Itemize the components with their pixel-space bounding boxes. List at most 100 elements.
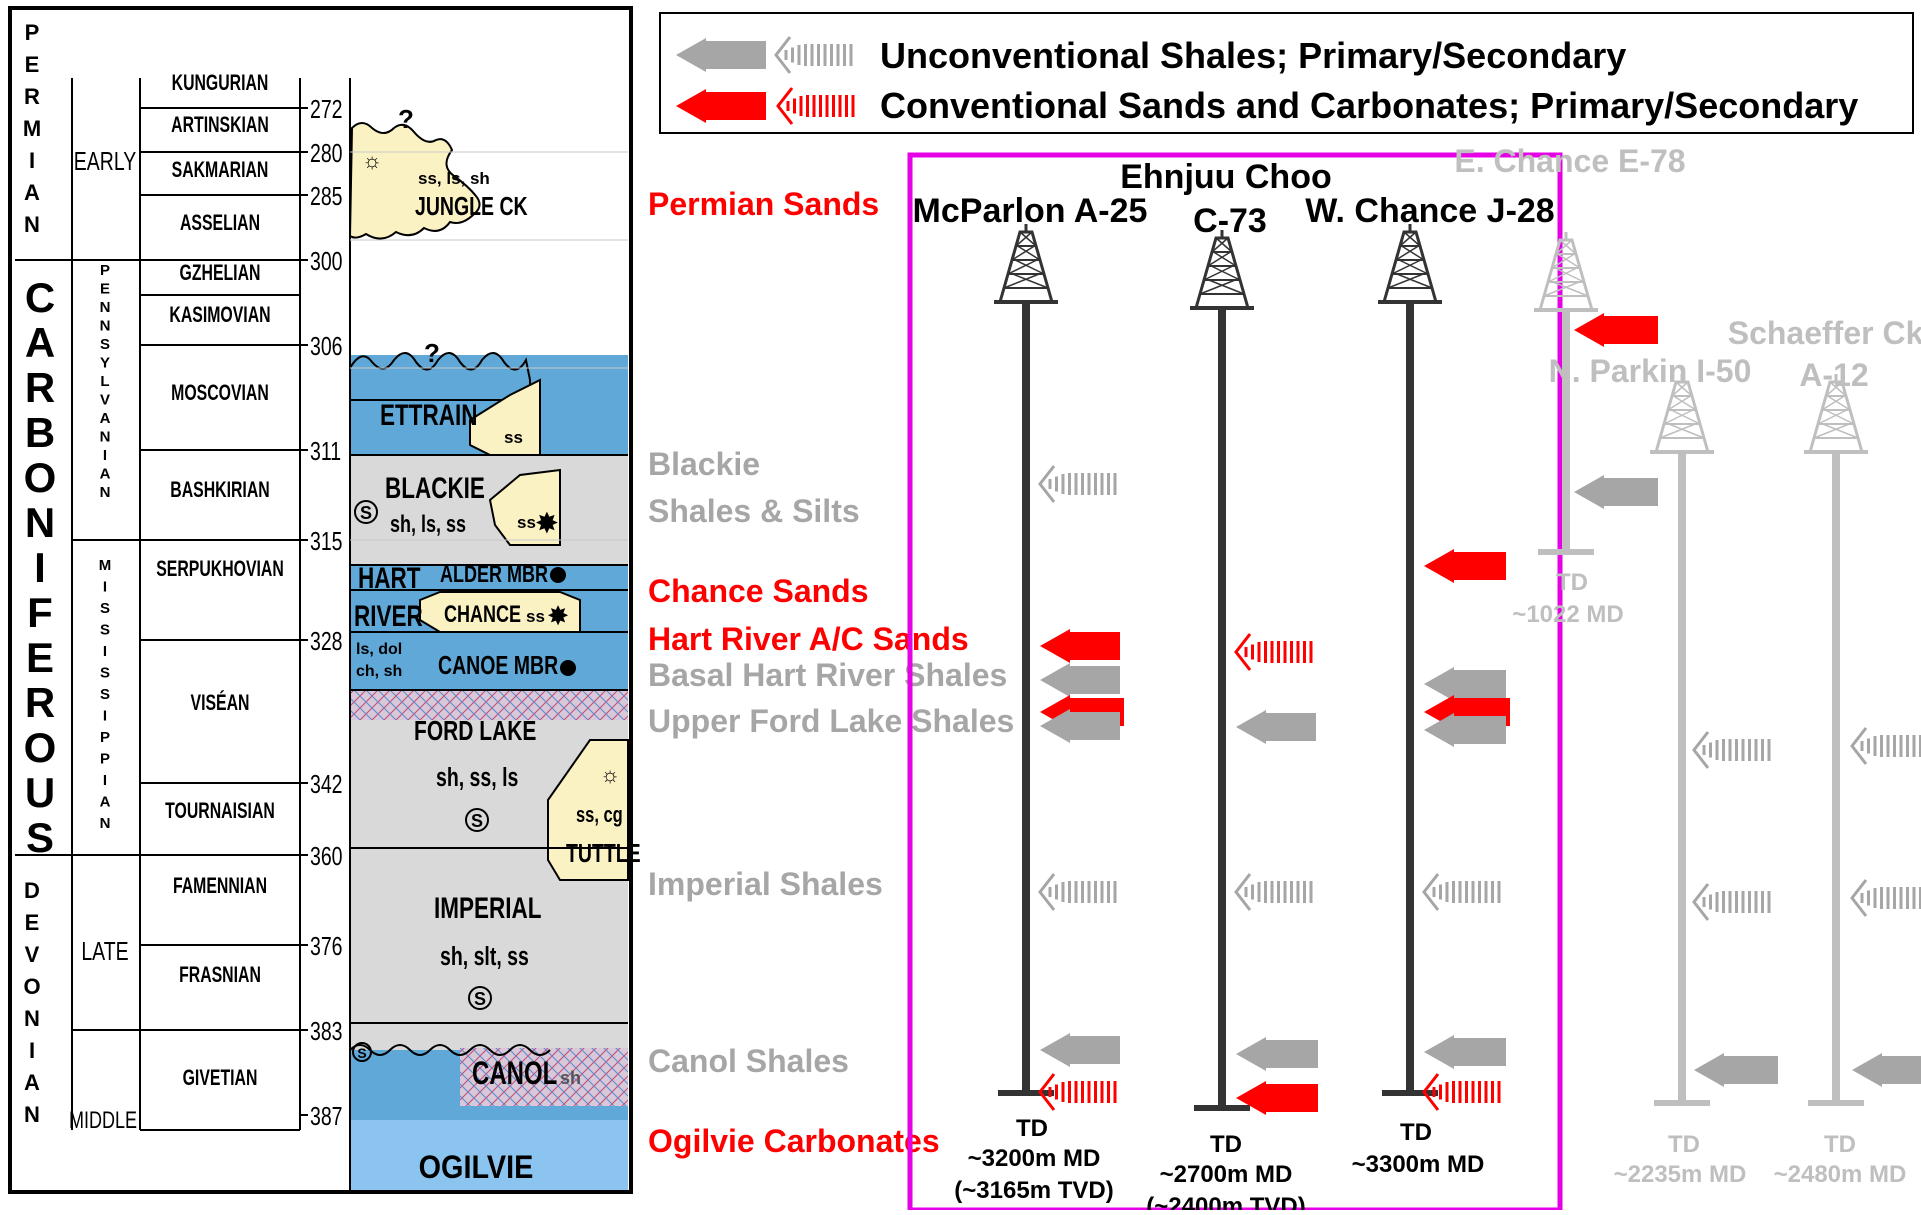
chance-star-icon: ✸	[547, 603, 569, 630]
well-4-name: E. Chance E-78	[1454, 143, 1685, 179]
unconventional-solid-arrow	[1040, 1033, 1120, 1067]
conventional-solid-arrow	[1574, 313, 1658, 347]
ettrain-question: ?	[424, 338, 440, 368]
unconventional-solid-arrow	[1040, 663, 1120, 697]
system-letter: N	[100, 815, 111, 832]
blackie-label: BLACKIE	[385, 471, 485, 505]
legend-conventional: Conventional Sands and Carbonates; Prima…	[880, 85, 1858, 126]
system-letter: I	[103, 579, 107, 596]
well-1-derrick-icon	[994, 224, 1058, 304]
stage-label: KUNGURIAN	[172, 72, 269, 96]
unconventional-solid-arrow	[1424, 1035, 1506, 1069]
system-letter: N	[100, 299, 111, 316]
system-letter: S	[26, 814, 54, 861]
well-1-tvd: (~3165m TVD)	[954, 1177, 1113, 1204]
conventional-solid-arrow	[1040, 629, 1120, 663]
system-letter: R	[25, 679, 55, 726]
stage-label: ARTINSKIAN	[171, 114, 269, 138]
wells	[994, 224, 1921, 1115]
canol-label: CANOL	[472, 1055, 557, 1091]
tuttle-wedge	[547, 739, 629, 881]
blackie-lith: sh, ls, ss	[390, 512, 466, 538]
river-label: RIVER	[354, 599, 423, 633]
epoch-middle: MIDDLE	[69, 1108, 137, 1134]
stage-labels: KUNGURIANARTINSKIANSAKMARIANASSELIANGZHE…	[156, 72, 284, 1091]
age-label: 300	[310, 246, 343, 275]
legend-unconventional-secondary-arrow	[774, 36, 853, 74]
system-letter: I	[29, 1038, 35, 1063]
ford-lake-lith: sh, ss, ls	[436, 762, 518, 791]
age-label: 280	[310, 138, 343, 167]
well-3-md: ~3300m MD	[1352, 1151, 1485, 1178]
legend-box	[659, 12, 1914, 134]
epoch-late: LATE	[81, 936, 128, 965]
well-1-name: McParlon A-25	[913, 192, 1148, 230]
play-label: Basal Hart River Shales	[648, 657, 1007, 693]
blackie-fill	[350, 455, 628, 565]
formation-labels: JUNGLE CK ss, ls, sh ? ☼ ? ETTRAIN ss BL…	[352, 104, 641, 1185]
imperial-s: S	[474, 989, 486, 1009]
system-letter: N	[100, 484, 111, 501]
well-5-derrick-icon	[1650, 374, 1714, 454]
system-letter: N	[25, 499, 55, 546]
canol-s: S	[357, 1045, 366, 1061]
system-letter: B	[25, 409, 55, 456]
well-2-name-line2: C-73	[1193, 202, 1267, 240]
well-3-derrick-icon	[1378, 224, 1442, 304]
age-label: 315	[310, 526, 343, 555]
column-grid	[15, 78, 628, 1190]
canol-wavy	[349, 1044, 551, 1056]
alder-label: ALDER MBR	[440, 562, 548, 588]
legend-arrows	[676, 36, 855, 125]
system-letter: Y	[100, 355, 110, 372]
system-letter: A	[100, 794, 111, 811]
unconventional-striped-arrow	[1234, 873, 1313, 911]
age-label: 376	[310, 931, 343, 960]
age-label: 383	[310, 1016, 343, 1045]
well-2-tvd: (~2400m TVD)	[1146, 1193, 1305, 1210]
well-3-td: TD	[1400, 1119, 1432, 1146]
system-letter: A	[25, 319, 55, 366]
system-letter: V	[100, 392, 110, 409]
system-letter: N	[100, 429, 111, 446]
unconventional-striped-arrow	[1038, 873, 1117, 911]
unconventional-solid-arrow	[1424, 667, 1506, 701]
system-letter: I	[103, 447, 107, 464]
canoe-lith-1: ls, dol	[356, 641, 402, 658]
canol-s-circle	[352, 1042, 372, 1062]
legend-unconventional-primary-arrow	[676, 38, 766, 72]
system-letter: I	[103, 708, 107, 725]
imperial-label: IMPERIAL	[434, 891, 541, 925]
ford-s: S	[471, 811, 483, 831]
ford-lake-hatch	[350, 690, 628, 722]
play-label: Hart River A/C Sands	[648, 621, 969, 657]
imperial-lith: sh, slt, ss	[440, 941, 529, 970]
system-letter: F	[27, 589, 53, 636]
play-label: Ogilvie Carbonates	[648, 1123, 940, 1159]
conventional-striped-arrow	[1234, 633, 1313, 671]
blackie-star-icon: ✸	[535, 508, 558, 538]
stage-label: KASIMOVIAN	[169, 304, 270, 328]
blackie-s-circle	[354, 500, 378, 524]
stage-label: MOSCOVIAN	[171, 382, 269, 406]
well-2-md: ~2700m MD	[1160, 1161, 1293, 1188]
system-letter: I	[103, 772, 107, 789]
system-letter: P	[100, 729, 110, 746]
system-letter: A	[24, 1070, 40, 1095]
stage-label: VISÉAN	[191, 690, 250, 715]
blackie-ss: ss	[517, 513, 536, 532]
stage-label: GIVETIAN	[183, 1067, 258, 1091]
stage-label: ASSELIAN	[180, 212, 260, 236]
age-label: 328	[310, 626, 343, 655]
age-ticks	[300, 107, 308, 1116]
conventional-striped-arrow	[1038, 1073, 1117, 1111]
system-letter: O	[24, 454, 57, 501]
system-letter: P	[100, 262, 110, 279]
unconventional-striped-arrow	[1692, 883, 1771, 921]
stage-label: FAMENNIAN	[173, 875, 267, 899]
